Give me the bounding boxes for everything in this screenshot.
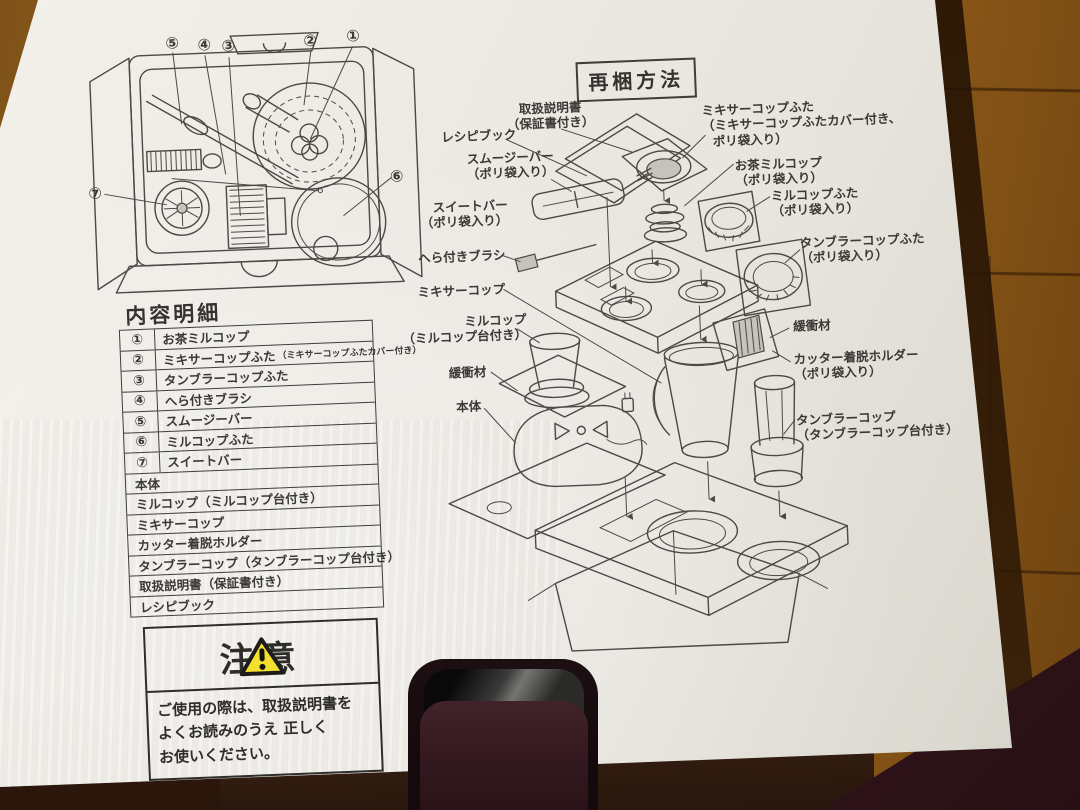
callout-1: ① [345,25,361,46]
box-handle-tab [408,659,598,810]
label-tumbler-lid: タンブラーコップふた（ポリ袋入り） [799,230,925,266]
repack-diagram [448,113,849,652]
callout-2: ② [303,30,318,51]
manual-booklet-drawing [555,113,691,204]
main-body-drawing [513,392,648,488]
blender-jar-drawing [652,305,740,501]
handle-tab-front [420,701,588,810]
warning-icon [239,636,286,676]
tumbler-lid-drawing [735,238,812,317]
outer-box-drawing [527,530,829,652]
callout-4: ④ [197,34,212,55]
smoothie-bar-drawing [531,178,625,221]
bottom-tray-drawing [534,461,849,617]
label-cushion-left: 緩衝材 [448,364,487,381]
callout-7: ⑦ [87,183,103,203]
label-sweet-bar: スイートバー（ポリ袋入り） [420,197,509,231]
label-tumbler-cup: タンブラーコップ（タンブラーコップ台付き） [795,408,959,443]
label-mixer-lid: ミキサーコップふた（ミキサーコップふたカバー付き、ポリ袋入り） [701,98,902,149]
caution-text: ご使用の際は、取扱説明書を よくお読みのうえ 正しく お使いください。 [147,681,382,779]
spatula-brush-drawing [514,243,597,273]
callout-3: ③ [221,35,236,56]
mill-cup-drawing [498,332,627,418]
mixer-lid-drawing [621,137,708,192]
cutter-holder-drawing [712,308,780,372]
mill-lid-drawing [697,190,761,252]
label-manual: 取扱説明書（保証書付き） [506,99,595,133]
tumbler-cup-drawing [750,374,804,518]
label-tea-mill-cup: お茶ミルコップ（ポリ袋入り） [734,154,824,189]
tea-mill-cup-drawing [643,188,688,243]
label-recipe: レシピブック [441,126,517,145]
separator-board-drawing [448,442,666,540]
label-cutter-holder: カッター着脱ホルダー（ポリ袋入り） [793,346,919,383]
callout-5: ⑤ [164,33,180,53]
label-main-body: 本体 [455,398,482,415]
label-cushion-right: 緩衝材 [792,317,832,334]
caution-box: 注意 ご使用の際は、取扱説明書を よくお読みのうえ 正しく お使いください。 [142,617,384,781]
top-tray-drawing [554,240,759,354]
label-mill-lid: ミルコップふた（ポリ袋入り） [770,185,860,219]
label-mill-cup: ミルコップ（ミルコップ台付き） [402,311,528,347]
label-smoothie-bar: スムージーバー（ポリ袋入り） [466,148,555,182]
contents-diagram [89,31,423,294]
leader-lines [483,128,801,444]
